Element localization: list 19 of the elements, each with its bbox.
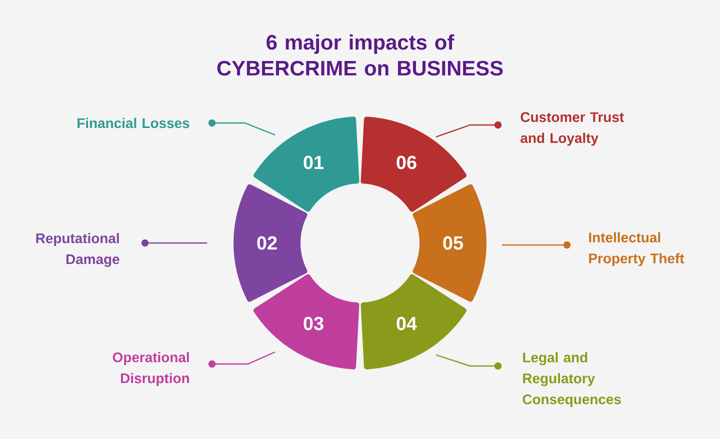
ring-segment: 04	[360, 274, 466, 370]
impact-label: Customer Trust and Loyalty	[520, 112, 624, 146]
impact-label: Financial Losses	[78, 118, 190, 128]
leader-line	[436, 354, 502, 370]
impact-label: Legal and Regulatory Consequences	[522, 352, 621, 408]
leader-line	[208, 351, 276, 368]
leader-line	[436, 121, 502, 138]
ring-segment: 06	[360, 116, 466, 212]
ring-segment: 01	[254, 116, 360, 212]
impact-label: Reputational Damage	[36, 233, 120, 267]
impact-label: Operational Disruption	[112, 352, 189, 386]
ring-segment: 02	[234, 184, 308, 302]
ring-segment: 03	[254, 274, 360, 370]
title: 6 major impacts of CYBERCRIME on BUSINESS	[217, 34, 503, 76]
leader-line	[141, 239, 207, 247]
ring-segment: 05	[412, 184, 486, 302]
leader-line	[208, 119, 276, 136]
leader-line	[502, 241, 571, 249]
impact-label: Intellectual Property Theft	[589, 232, 684, 266]
